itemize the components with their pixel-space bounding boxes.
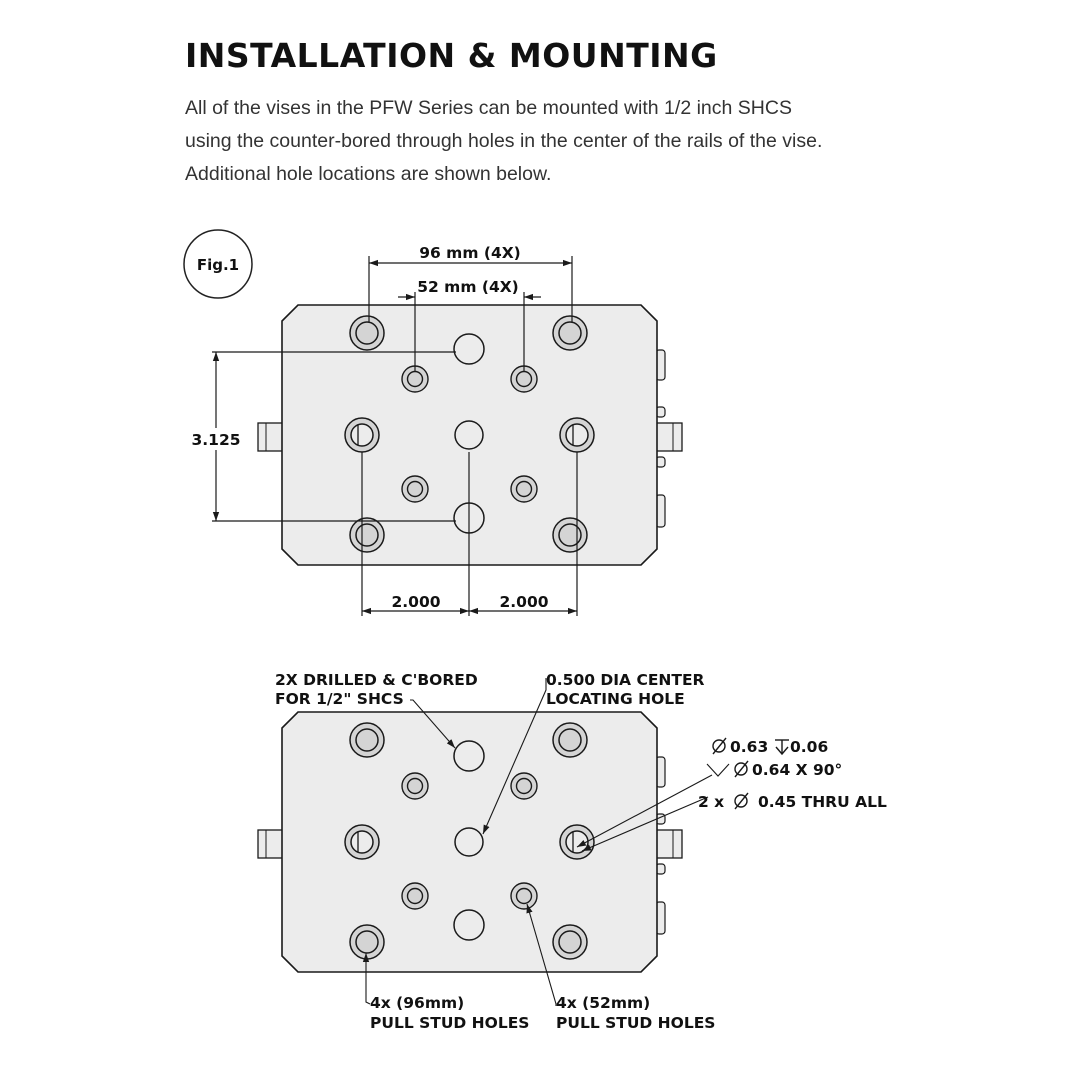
pull-stud-hole-52-inner bbox=[406, 777, 424, 795]
dim-52mm-label: 52 mm (4X) bbox=[417, 278, 519, 296]
callout-52-line2: PULL STUD HOLES bbox=[556, 1014, 715, 1032]
pull-stud-hole-52-inner bbox=[406, 887, 424, 905]
spec-cbore-row: 0.63 0.06 bbox=[712, 737, 828, 756]
dim-96mm-label: 96 mm (4X) bbox=[419, 244, 521, 262]
vise-plate-bottom-view bbox=[257, 711, 683, 973]
side-key-right bbox=[655, 422, 683, 452]
pull-stud-hole-96-inner bbox=[558, 728, 582, 752]
center-locating-hole bbox=[454, 420, 484, 450]
diameter-icon bbox=[712, 737, 727, 755]
dim-left-label: 2.000 bbox=[391, 593, 440, 611]
diameter-icon bbox=[734, 760, 749, 778]
pull-stud-hole-52-inner bbox=[515, 777, 533, 795]
spec-csink-row: 0.64 X 90° bbox=[734, 760, 842, 779]
pull-stud-hole-96-inner bbox=[355, 930, 379, 954]
spec-thru-row: 2 x 0.45 THRU ALL bbox=[698, 792, 887, 811]
intro-paragraph: All of the vises in the PFW Series can b… bbox=[185, 92, 945, 191]
pull-stud-hole-96-inner bbox=[558, 321, 582, 345]
pull-stud-hole-52-inner bbox=[515, 370, 533, 388]
callout-96-line2: PULL STUD HOLES bbox=[370, 1014, 529, 1032]
spec-csink: 0.64 X 90° bbox=[752, 761, 842, 779]
diameter-icon bbox=[734, 792, 749, 810]
center-locating-hole bbox=[454, 827, 484, 857]
figure-label: Fig.1 bbox=[197, 256, 239, 274]
pull-stud-hole-52-inner bbox=[406, 480, 424, 498]
spec-cbore-depth: 0.06 bbox=[790, 738, 828, 756]
pull-stud-hole-96-inner bbox=[355, 728, 379, 752]
cbored-hole-inner bbox=[350, 830, 374, 854]
cbored-hole-inner bbox=[350, 423, 374, 447]
callout-center-line1: 0.500 DIA CENTER bbox=[546, 671, 705, 689]
pull-stud-hole-52-inner bbox=[515, 480, 533, 498]
spec-thru-prefix: 2 x bbox=[698, 793, 724, 811]
bottom-view-leaders bbox=[362, 678, 730, 1006]
spec-thru: 0.45 THRU ALL bbox=[758, 793, 887, 811]
plain-hole bbox=[453, 909, 485, 941]
intro-line-3: Additional hole locations are shown belo… bbox=[185, 163, 552, 185]
dim-right-label: 2.000 bbox=[499, 593, 548, 611]
callout-center-line2: LOCATING HOLE bbox=[546, 690, 685, 708]
side-key-left bbox=[257, 829, 285, 859]
dim-vertical-label: 3.125 bbox=[191, 431, 240, 449]
cbored-hole-inner bbox=[565, 423, 589, 447]
callout-cbore-line1: 2X DRILLED & C'BORED bbox=[275, 671, 478, 689]
intro-line-2: using the counter-bored through holes in… bbox=[185, 130, 823, 152]
callout-cbore-line2: FOR 1/2" SHCS bbox=[275, 690, 404, 708]
pull-stud-hole-96-inner bbox=[355, 523, 379, 547]
pull-stud-hole-52-inner bbox=[406, 370, 424, 388]
spec-cbore-diameter: 0.63 bbox=[730, 738, 768, 756]
figure-badge: Fig.1 bbox=[183, 229, 253, 299]
page-title: INSTALLATION & MOUNTING bbox=[185, 36, 718, 75]
side-key-right bbox=[655, 829, 683, 859]
callout-52-line1: 4x (52mm) bbox=[556, 994, 650, 1012]
pull-stud-hole-96-inner bbox=[355, 321, 379, 345]
plain-hole bbox=[453, 740, 485, 772]
callout-96-line1: 4x (96mm) bbox=[370, 994, 464, 1012]
plain-hole bbox=[453, 333, 485, 365]
vise-plate-top-view bbox=[257, 304, 683, 566]
intro-line-1: All of the vises in the PFW Series can b… bbox=[185, 97, 792, 119]
side-key-left bbox=[257, 422, 285, 452]
pull-stud-hole-52-inner bbox=[515, 887, 533, 905]
pull-stud-hole-96-inner bbox=[558, 523, 582, 547]
depth-icon bbox=[775, 739, 789, 756]
pull-stud-hole-96-inner bbox=[558, 930, 582, 954]
